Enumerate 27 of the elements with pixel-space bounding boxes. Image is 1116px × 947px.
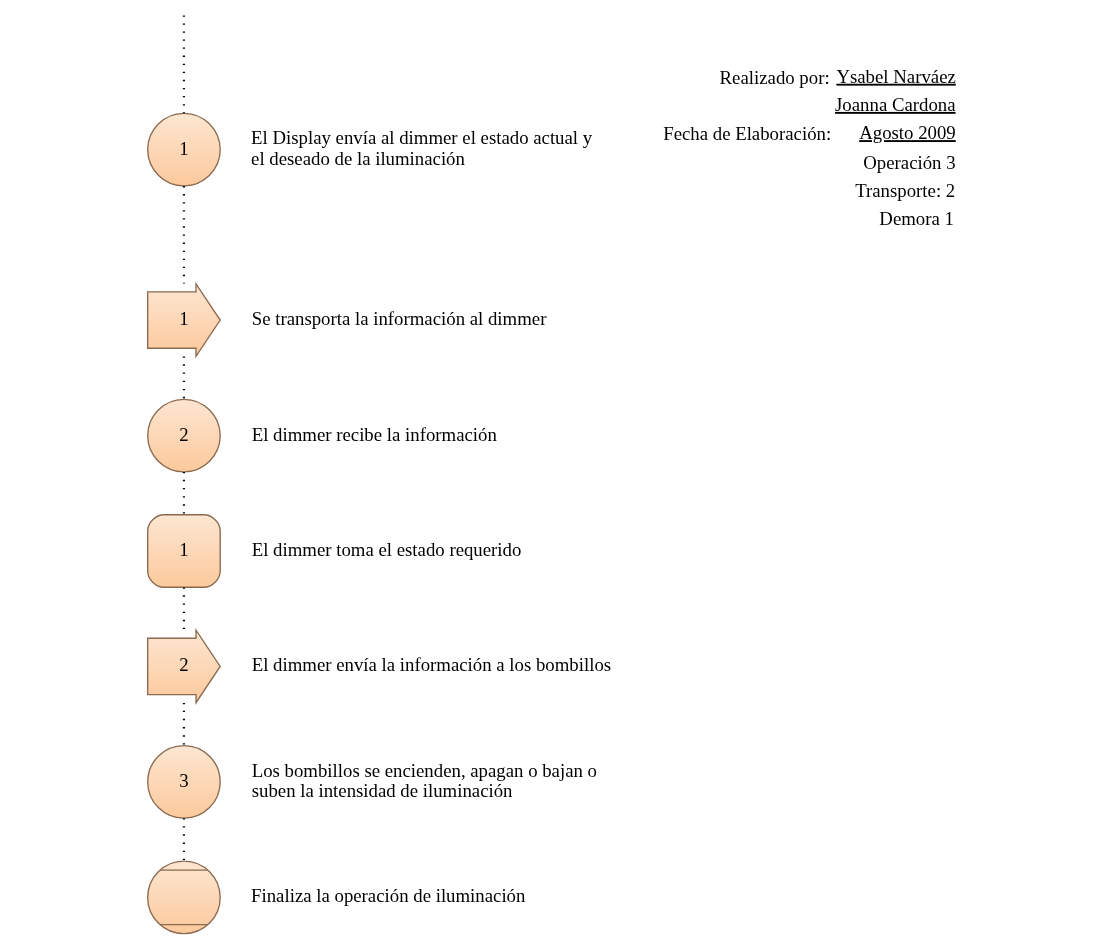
node-circle: 2 xyxy=(146,398,221,472)
label: Demora 1 xyxy=(878,207,954,229)
connector xyxy=(182,817,185,861)
node-circle xyxy=(146,859,221,934)
node-label: El dimmer toma el estado requerido xyxy=(251,538,521,560)
connector xyxy=(182,14,185,113)
node-circle: 1 xyxy=(146,112,221,186)
node-label: Finaliza la operación de iluminación xyxy=(250,884,525,906)
connector xyxy=(182,356,185,399)
node-box: 1 xyxy=(146,513,221,588)
label: Transporte: 2 xyxy=(854,179,955,201)
label: Fecha de Elaboración: xyxy=(662,122,831,144)
node-label: Los bombillos se encienden, apagan o bajan o suben la intensidad de iluminación xyxy=(251,759,597,801)
label: Agosto 2009 xyxy=(858,121,956,143)
label: Operación 3 xyxy=(862,151,956,173)
node-label: El Display envía al dimmer el estado actual y el deseado de la iluminación xyxy=(250,126,592,169)
node-label: Se transporta la información al dimmer xyxy=(251,307,546,329)
connector xyxy=(182,471,185,515)
label: Realizado por: xyxy=(719,66,830,88)
node-label: El dimmer recibe la información xyxy=(251,423,497,445)
label: Ysabel Narváez xyxy=(835,65,956,87)
label: Joanna Cardona xyxy=(834,93,956,115)
connector xyxy=(182,702,185,746)
node-label: El dimmer envía la información a los bombillos xyxy=(251,653,611,675)
connector xyxy=(182,185,185,284)
node-circle: 3 xyxy=(146,744,221,819)
connector xyxy=(182,586,185,630)
